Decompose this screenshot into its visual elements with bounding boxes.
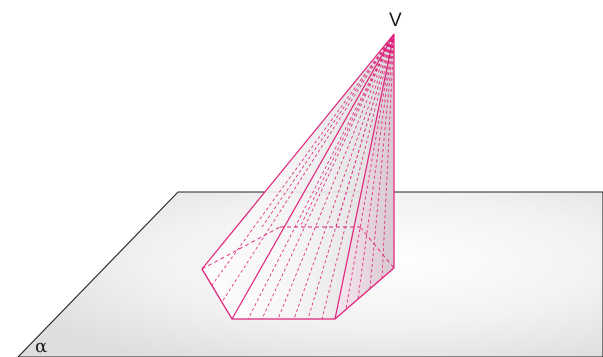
visible-base-edges xyxy=(201,267,395,320)
pyramid xyxy=(201,33,395,320)
lateral-edges xyxy=(201,33,395,320)
hidden-base-edges xyxy=(201,226,395,270)
face-left xyxy=(202,34,394,319)
apex-label: V xyxy=(389,10,402,31)
plane-label: α xyxy=(35,336,47,357)
surface-lines xyxy=(211,33,395,320)
